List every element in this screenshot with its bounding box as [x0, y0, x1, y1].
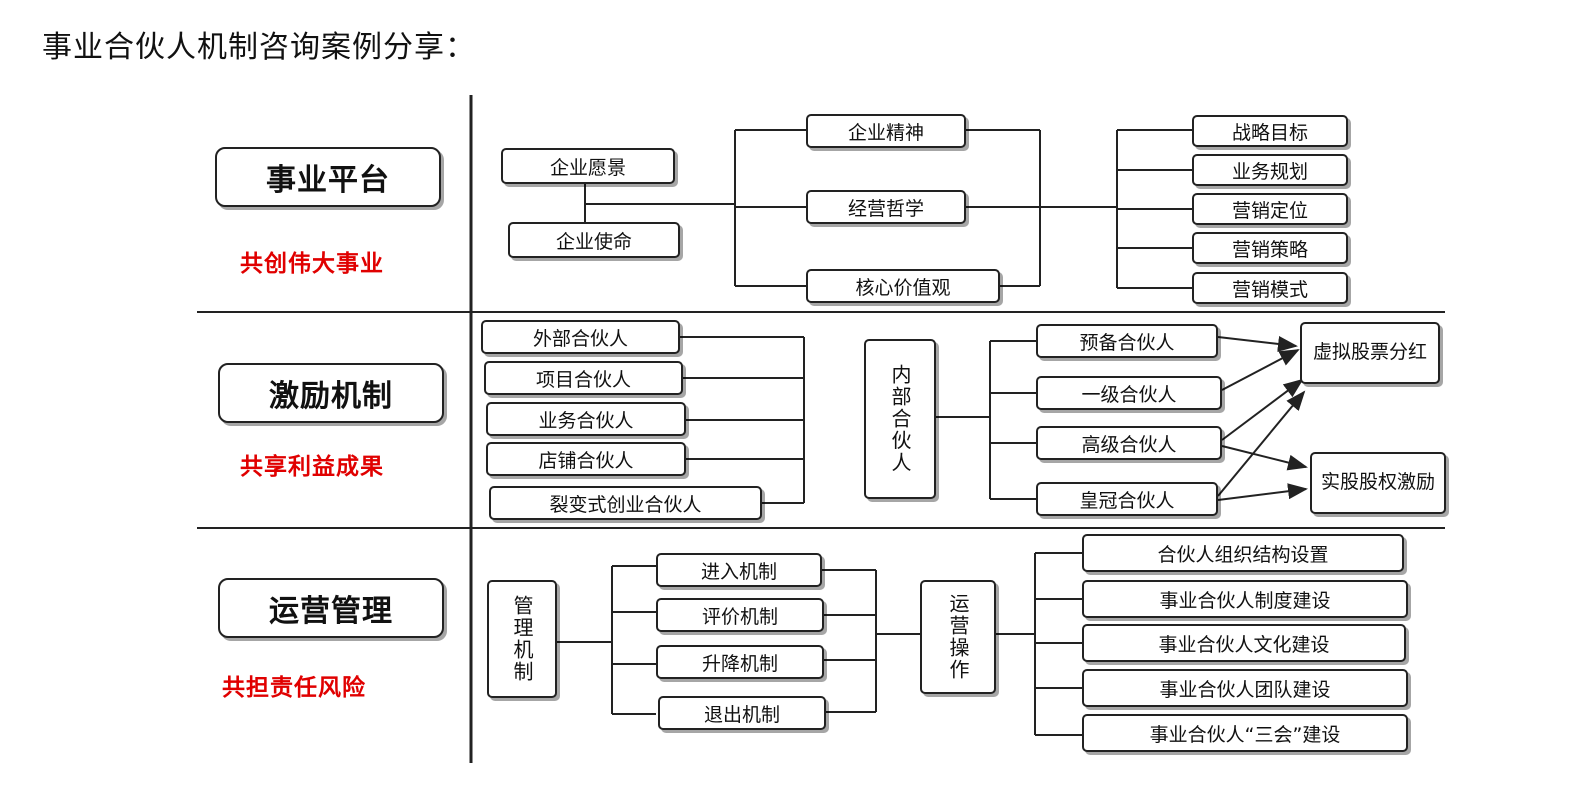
strategy-goal-box: 战略目标 — [1192, 115, 1348, 147]
evaluation-mechanism-box: 评价机制 — [656, 598, 824, 632]
mission-box: 企业使命 — [508, 222, 680, 258]
marketing-strategy-box: 营销策略 — [1192, 232, 1348, 264]
crown-partner-box: 皇冠合伙人 — [1036, 482, 1218, 516]
page-title: 事业合伙人机制咨询案例分享： — [42, 30, 476, 65]
philosophy-box: 经营哲学 — [806, 190, 966, 224]
spirit-box: 企业精神 — [806, 114, 966, 148]
virtual-stock-box: 虚拟股票分红 — [1300, 322, 1440, 384]
culture-building-box: 事业合伙人文化建设 — [1082, 624, 1406, 662]
exit-mechanism-box: 退出机制 — [658, 696, 826, 730]
fission-partner-box: 裂变式创业合伙人 — [489, 486, 762, 520]
business-partner-box: 业务合伙人 — [486, 402, 686, 436]
external-partner-box: 外部合伙人 — [481, 320, 680, 354]
real-stock-box: 实股股权激励 — [1310, 452, 1446, 514]
section-incentive-label: 激励机制 — [218, 363, 444, 423]
three-meetings-box: 事业合伙人“三会”建设 — [1082, 714, 1408, 752]
operations-box: 运营操作 — [920, 580, 996, 694]
entry-mechanism-box: 进入机制 — [656, 553, 822, 587]
section-incentive-slogan: 共享利益成果 — [240, 454, 384, 480]
section-operations-label: 运营管理 — [218, 578, 444, 638]
senior-partner-box: 高级合伙人 — [1036, 426, 1222, 460]
marketing-position-box: 营销定位 — [1192, 193, 1348, 225]
management-mechanism-box: 管理机制 — [487, 580, 557, 698]
project-partner-box: 项目合伙人 — [484, 361, 683, 395]
section-platform-label: 事业平台 — [215, 147, 441, 207]
section-operations-slogan: 共担责任风险 — [222, 675, 366, 701]
marketing-model-box: 营销模式 — [1192, 272, 1348, 304]
store-partner-box: 店铺合伙人 — [486, 442, 686, 476]
reserve-partner-box: 预备合伙人 — [1036, 324, 1218, 358]
core-values-box: 核心价值观 — [806, 269, 1000, 303]
internal-partner-box: 内部合伙人 — [864, 339, 936, 499]
section-platform-slogan: 共创伟大事业 — [240, 251, 384, 277]
level1-partner-box: 一级合伙人 — [1036, 376, 1222, 410]
team-building-box: 事业合伙人团队建设 — [1082, 669, 1408, 707]
org-structure-box: 合伙人组织结构设置 — [1082, 534, 1404, 572]
promotion-mechanism-box: 升降机制 — [656, 645, 824, 679]
business-plan-box: 业务规划 — [1192, 154, 1348, 186]
system-building-box: 事业合伙人制度建设 — [1082, 580, 1408, 618]
vision-box: 企业愿景 — [501, 148, 675, 184]
